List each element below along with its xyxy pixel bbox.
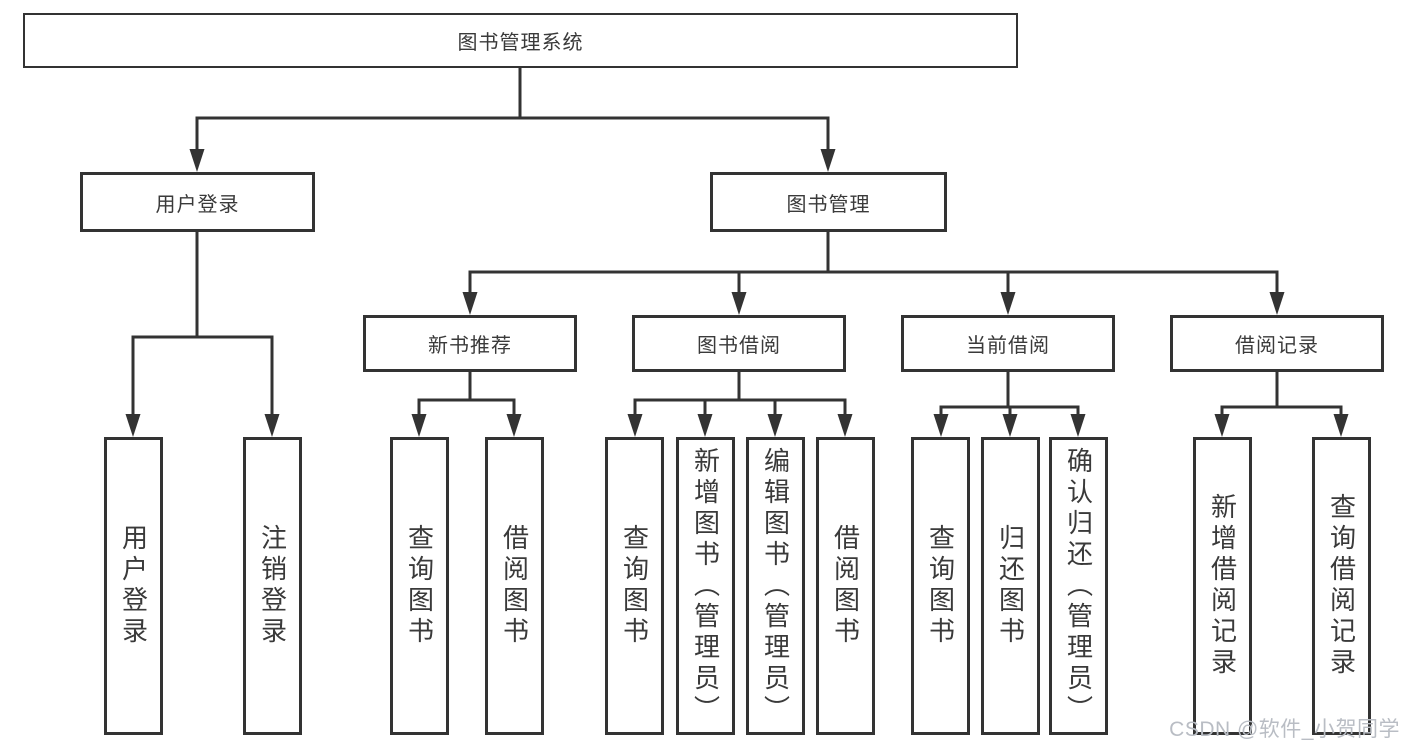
leaf-return-book: 归还图书 <box>981 437 1040 735</box>
leaf-query-books-borrow: 查询图书 <box>605 437 664 735</box>
leaf-query-borrow-record: 查询借阅记录 <box>1312 437 1371 735</box>
node-label: 图书管理 <box>786 193 871 216</box>
node-label: 图书借阅 <box>697 335 781 357</box>
leaf-edit-book-admin: 编辑图书（管理员） <box>746 437 805 735</box>
leaf-label: 确认归还（管理员） <box>1063 446 1094 726</box>
watermark: CSDN @软件_小贺同学 <box>1169 718 1400 741</box>
node-current-borrow: 当前借阅 <box>901 315 1115 372</box>
leaf-add-book-admin: 新增图书（管理员） <box>676 437 735 735</box>
leaf-label: 查询图书 <box>404 524 435 648</box>
node-user-login: 用户登录 <box>80 172 315 232</box>
leaf-label: 归还图书 <box>995 524 1026 648</box>
node-borrow-records: 借阅记录 <box>1170 315 1384 372</box>
node-library-management-system: 图书管理系统 <box>23 13 1018 68</box>
leaf-confirm-return-admin: 确认归还（管理员） <box>1049 437 1108 735</box>
leaf-label: 借阅图书 <box>830 524 861 648</box>
node-label: 借阅记录 <box>1235 335 1319 357</box>
node-new-book-recommend: 新书推荐 <box>363 315 577 372</box>
node-label: 用户登录 <box>155 193 240 216</box>
leaf-borrow-books-borrow: 借阅图书 <box>816 437 875 735</box>
leaf-label: 新增借阅记录 <box>1207 493 1238 679</box>
node-label: 新书推荐 <box>428 335 512 357</box>
leaf-label: 注销登录 <box>257 524 288 648</box>
leaf-borrow-books-recommend: 借阅图书 <box>485 437 544 735</box>
leaf-query-books-recommend: 查询图书 <box>390 437 449 735</box>
leaf-label: 查询图书 <box>925 524 956 648</box>
leaf-label: 查询借阅记录 <box>1326 493 1357 679</box>
node-label: 当前借阅 <box>966 335 1050 357</box>
node-book-borrow: 图书借阅 <box>632 315 846 372</box>
node-book-management: 图书管理 <box>710 172 947 232</box>
leaf-add-borrow-record: 新增借阅记录 <box>1193 437 1252 735</box>
leaf-label: 用户登录 <box>118 524 149 648</box>
leaf-logout: 注销登录 <box>243 437 302 735</box>
node-label: 图书管理系统 <box>457 32 584 54</box>
leaf-query-books-current: 查询图书 <box>911 437 970 735</box>
leaf-label: 借阅图书 <box>499 524 530 648</box>
leaf-label: 新增图书（管理员） <box>690 446 721 726</box>
leaf-user-login: 用户登录 <box>104 437 163 735</box>
leaf-label: 编辑图书（管理员） <box>760 446 791 726</box>
leaf-label: 查询图书 <box>619 524 650 648</box>
